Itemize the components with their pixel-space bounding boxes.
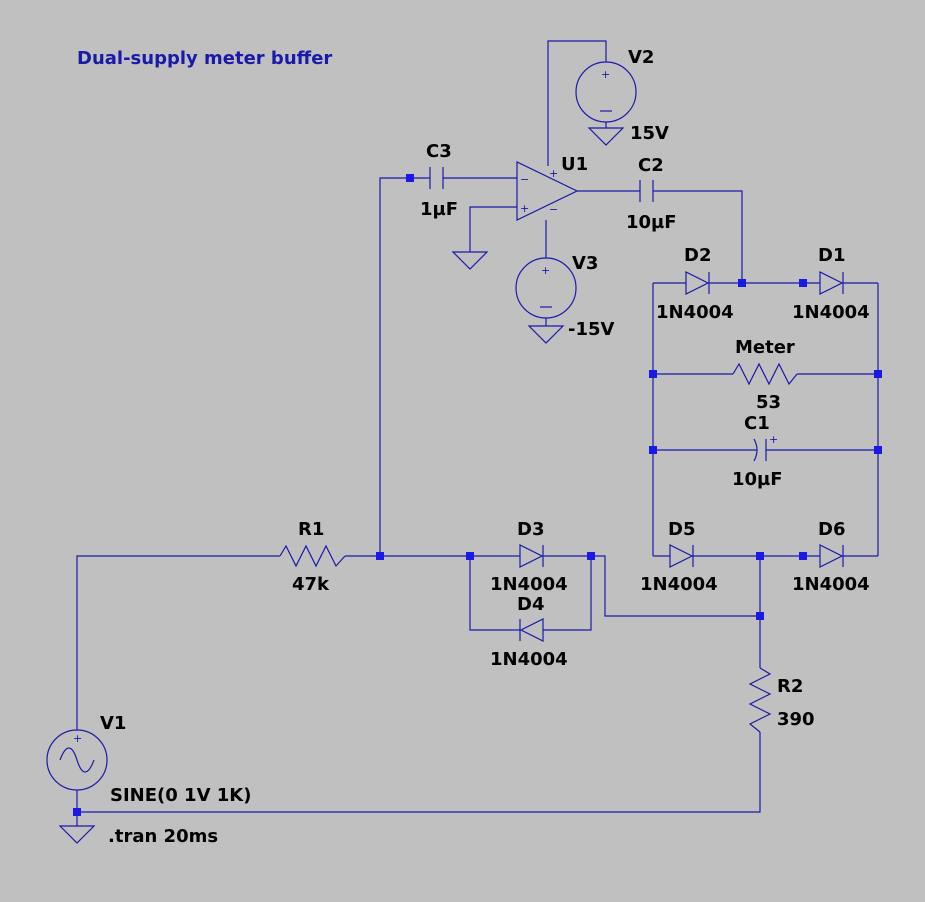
- d4-label: D4: [517, 594, 544, 615]
- d2-value: 1N4004: [656, 302, 734, 323]
- d5-value: 1N4004: [640, 574, 718, 595]
- v1-sine-source-icon[interactable]: +: [46, 729, 108, 791]
- d6-diode-icon[interactable]: [819, 544, 844, 568]
- r1-label: R1: [298, 519, 324, 540]
- svg-text:+: +: [601, 68, 610, 81]
- d4-diode-icon[interactable]: [519, 618, 544, 642]
- v2-dc-source-icon[interactable]: +: [575, 61, 637, 146]
- d3-label: D3: [517, 519, 544, 540]
- tran-directive: .tran 20ms: [108, 826, 218, 847]
- d3-value: 1N4004: [490, 574, 568, 595]
- d1-diode-icon[interactable]: [819, 271, 844, 295]
- d5-label: D5: [668, 519, 695, 540]
- d2-diode-icon[interactable]: [685, 271, 710, 295]
- d2-label: D2: [684, 245, 711, 266]
- v3-dc-source-icon[interactable]: +: [515, 257, 577, 344]
- svg-text:+: +: [549, 167, 558, 180]
- v2-value: 15V: [630, 123, 669, 144]
- d6-value: 1N4004: [792, 574, 870, 595]
- u1-label: U1: [561, 154, 588, 175]
- c2-capacitor-icon[interactable]: [639, 180, 654, 202]
- svg-text:+: +: [541, 264, 550, 277]
- d4-value: 1N4004: [490, 649, 568, 670]
- c3-value: 1µF: [420, 199, 458, 220]
- wires: [76, 40, 879, 826]
- d1-value: 1N4004: [792, 302, 870, 323]
- v1-label: V1: [100, 713, 126, 734]
- meter-value: 53: [756, 392, 781, 413]
- d5-diode-icon[interactable]: [669, 544, 694, 568]
- r1-resistor-icon[interactable]: [279, 544, 346, 568]
- c1-label: C1: [744, 413, 770, 434]
- v3-value: -15V: [568, 319, 615, 340]
- d6-label: D6: [818, 519, 845, 540]
- d1-label: D1: [818, 245, 845, 266]
- r1-value: 47k: [292, 574, 330, 595]
- c1-value: 10µF: [732, 469, 783, 490]
- c2-label: C2: [638, 155, 664, 176]
- schematic-title: Dual-supply meter buffer: [77, 48, 332, 69]
- c2-value: 10µF: [626, 212, 677, 233]
- v1-value: SINE(0 1V 1K): [110, 785, 251, 806]
- r2-value: 390: [777, 709, 815, 730]
- svg-text:−: −: [520, 173, 529, 186]
- c3-label: C3: [426, 141, 452, 162]
- svg-text:+: +: [769, 433, 778, 446]
- v2-label: V2: [628, 47, 654, 68]
- meter-resistor-icon[interactable]: [732, 362, 798, 386]
- svg-text:+: +: [520, 202, 529, 215]
- svg-text:−: −: [549, 203, 558, 216]
- d3-diode-icon[interactable]: [519, 544, 544, 568]
- r2-resistor-icon[interactable]: [748, 667, 772, 733]
- ground-icon: [58, 825, 96, 844]
- u1-opamp-icon[interactable]: − + + −: [516, 161, 579, 221]
- meter-label: Meter: [735, 337, 795, 358]
- ground-icon: [451, 251, 489, 270]
- junctions: [73, 174, 882, 816]
- v3-label: V3: [572, 253, 598, 274]
- r2-label: R2: [777, 676, 803, 697]
- svg-text:+: +: [73, 732, 82, 745]
- c1-capacitor-icon[interactable]: +: [753, 433, 778, 462]
- c3-capacitor-icon[interactable]: [429, 167, 444, 189]
